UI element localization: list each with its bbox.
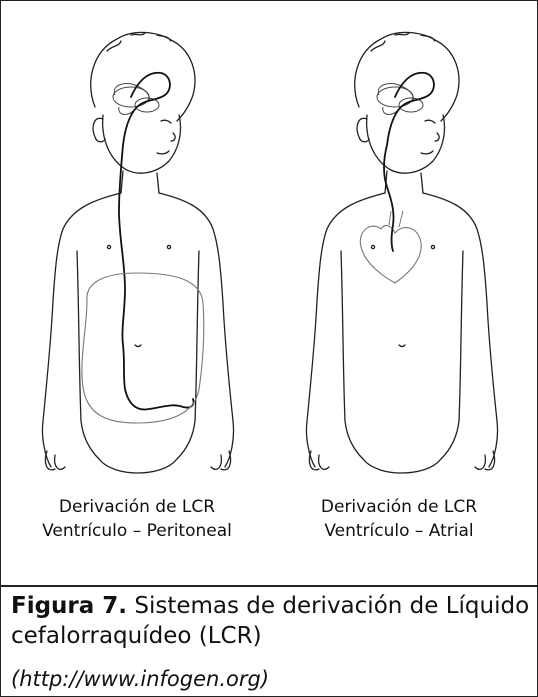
right-label-line2: Ventrículo – Atrial [269, 519, 529, 543]
figure-caption: Figura 7. Sistemas de derivación de Líqu… [11, 591, 531, 651]
source-link[interactable]: (http://www.infogen.org) [11, 667, 269, 691]
caption-divider [1, 585, 537, 587]
right-panel-label: Derivación de LCR Ventrículo – Atrial [269, 495, 529, 543]
figure-number: Figura 7. [11, 593, 127, 619]
illustration-area: Derivación de LCR Ventrículo – Peritonea… [1, 1, 537, 585]
left-label-line1: Derivación de LCR [7, 495, 267, 519]
right-label-line1: Derivación de LCR [269, 495, 529, 519]
left-panel-label: Derivación de LCR Ventrículo – Peritonea… [7, 495, 267, 543]
left-label-line2: Ventrículo – Peritoneal [7, 519, 267, 543]
child-illustration-va-shunt [271, 11, 531, 481]
child-illustration-vp-shunt [7, 11, 267, 481]
